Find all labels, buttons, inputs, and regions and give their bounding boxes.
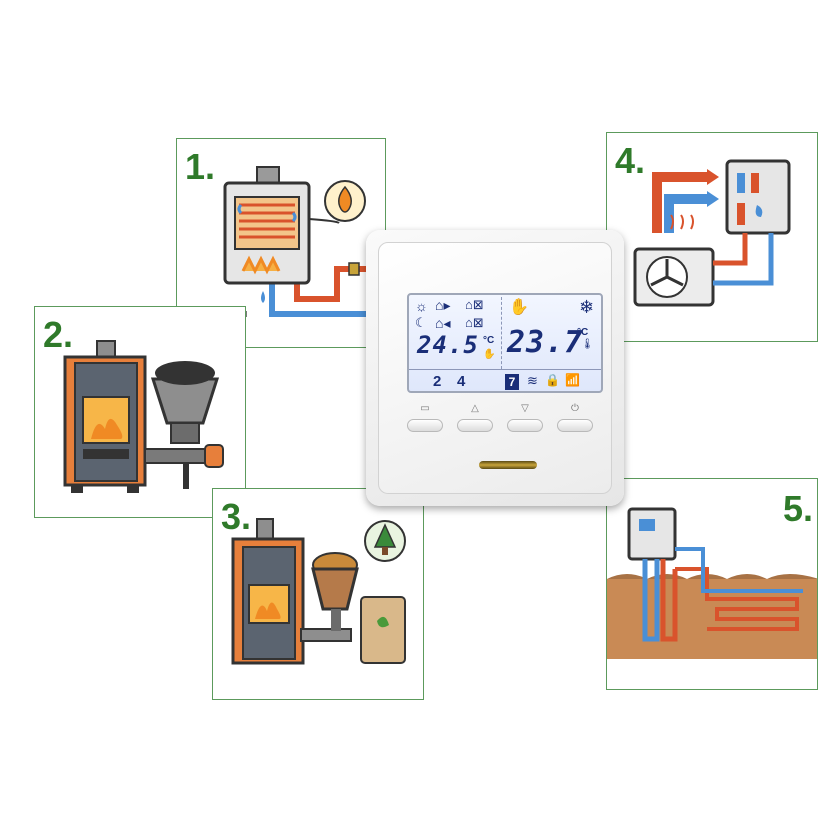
lcd-divider bbox=[501, 297, 503, 369]
manual-mode-icon: ✋ bbox=[509, 299, 529, 316]
set-temperature: 24.5 bbox=[417, 331, 479, 359]
moon-icon: ☾ bbox=[415, 315, 427, 330]
lock-icon: 🔒 bbox=[545, 373, 560, 387]
up-button[interactable] bbox=[457, 419, 493, 432]
room-temperature-unit: °C bbox=[577, 327, 589, 338]
card-pellet-boiler: 3. bbox=[212, 488, 424, 700]
card-ground-source: 5. bbox=[606, 478, 818, 690]
home-in-icon: ⌂▸ bbox=[435, 297, 451, 313]
home-out-icon: ⌂◂ bbox=[435, 315, 451, 331]
power-button[interactable] bbox=[557, 419, 593, 432]
ground-loop-icon bbox=[607, 507, 817, 659]
menu-button-glyph: ▭ bbox=[420, 403, 430, 414]
down-button[interactable] bbox=[507, 419, 543, 432]
sun-icon: ☼ bbox=[415, 298, 428, 314]
heating-icon: ≋ bbox=[527, 373, 538, 388]
coal-stove-feeder-icon bbox=[63, 340, 224, 493]
card-number-2: 2. bbox=[43, 314, 74, 355]
heat-pump-icon bbox=[633, 159, 791, 307]
hand-icon: ✋ bbox=[483, 349, 496, 360]
pellet-boiler-icon bbox=[231, 518, 406, 665]
lcd-bottom-divider bbox=[409, 369, 601, 370]
day-badge: 7 bbox=[505, 374, 519, 390]
thermostat-inner-frame: ☼ ☾ ⌂▸ ⌂⊠ ⌂◂ ⌂⊠ 24.5 °C ✋ ✋ ❄ 23.7 °C 🌡 … bbox=[378, 242, 612, 494]
thermometer-icon: 🌡 bbox=[581, 339, 594, 350]
set-temperature-unit: °C bbox=[483, 335, 495, 346]
power-button-glyph: ⏻ bbox=[571, 403, 579, 414]
card-number-5: 5. bbox=[783, 488, 814, 529]
snowflake-icon: ❄ bbox=[579, 297, 595, 317]
card-number-1: 1. bbox=[185, 146, 216, 187]
away-out-icon: ⌂⊠ bbox=[465, 315, 484, 330]
card-coal-boiler: 2. bbox=[34, 306, 246, 518]
gas-boiler-icon bbox=[202, 166, 372, 317]
thermostat: ☼ ☾ ⌂▸ ⌂⊠ ⌂◂ ⌂⊠ 24.5 °C ✋ ✋ ❄ 23.7 °C 🌡 … bbox=[366, 230, 624, 506]
down-button-glyph: ▽ bbox=[521, 403, 529, 414]
sensor-grill bbox=[479, 461, 537, 469]
time-digit-right: 4 bbox=[457, 373, 466, 390]
time-digit-left: 2 bbox=[433, 373, 442, 390]
wifi-icon: 📶 bbox=[565, 373, 580, 387]
room-temperature: 23.7 bbox=[507, 325, 584, 360]
card-heat-pump: 4. bbox=[606, 132, 818, 342]
menu-button[interactable] bbox=[407, 419, 443, 432]
up-button-glyph: △ bbox=[471, 403, 479, 414]
card-number-4: 4. bbox=[615, 140, 646, 181]
card-number-3: 3. bbox=[221, 496, 252, 537]
lcd-display: ☼ ☾ ⌂▸ ⌂⊠ ⌂◂ ⌂⊠ 24.5 °C ✋ ✋ ❄ 23.7 °C 🌡 … bbox=[407, 293, 603, 393]
away-icon: ⌂⊠ bbox=[465, 297, 484, 312]
